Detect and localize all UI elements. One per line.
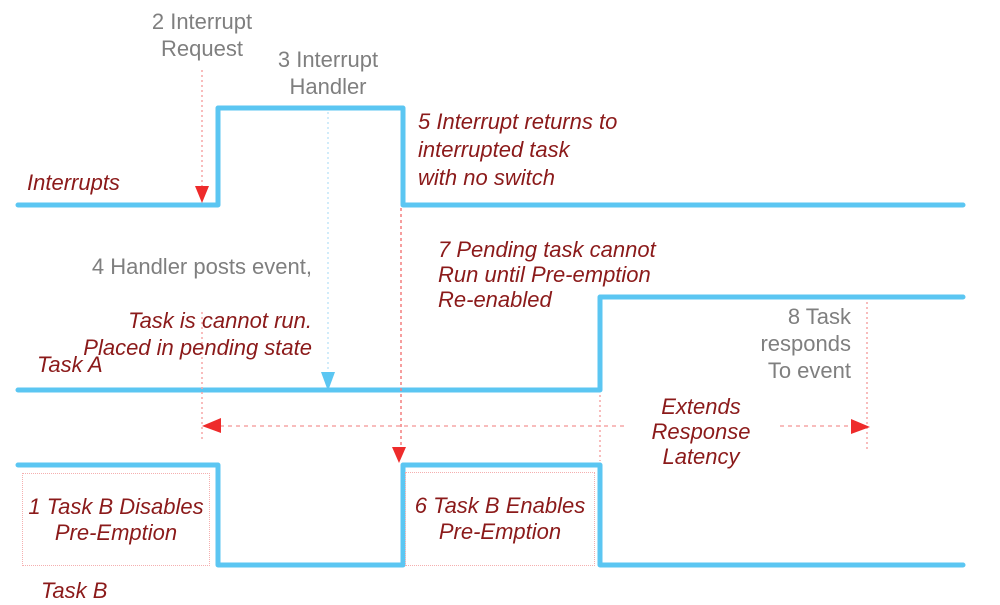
- step-6-enable-preemption-box: 6 Task B Enables Pre-Emption: [405, 472, 595, 566]
- task-b-waveform: [15, 462, 966, 568]
- interrupts-row-label: Interrupts: [27, 170, 120, 195]
- latency-right-arrow-icon: [851, 419, 870, 434]
- step-4-gray-line: 4 Handler posts event,: [91, 254, 312, 279]
- step-4-handler-posts-event-note: 4 Handler posts event, Task is cannot ru…: [20, 226, 312, 388]
- task-a-waveform: [15, 294, 966, 393]
- latency-left-arrow-icon: [202, 418, 221, 433]
- step-1-disable-preemption-box: 1 Task B Disables Pre-Emption: [22, 473, 210, 566]
- interrupts-waveform: [15, 105, 966, 208]
- task-b-row-label: Task B: [41, 578, 108, 603]
- task-a-row-label: Task A: [37, 352, 103, 377]
- step-4-red-lines: Task is cannot run. Placed in pending st…: [83, 308, 312, 360]
- handler-posts-event-arrow-icon: [321, 372, 335, 391]
- step-7-pending-task-note: 7 Pending task cannot Run until Pre-empt…: [438, 237, 656, 312]
- step-2-interrupt-request-note: 2 Interrupt Request: [151, 9, 253, 61]
- step-8-task-responds-note: 8 Task responds To event: [760, 304, 851, 383]
- step-5-interrupt-returns-note: 5 Interrupt returns to interrupted task …: [418, 109, 618, 190]
- step-3-interrupt-handler-note: 3 Interrupt Handler: [277, 47, 379, 99]
- extends-response-latency-note: Extends Response Latency: [625, 394, 777, 469]
- interrupt-request-arrow-icon: [195, 186, 209, 203]
- preemption-enable-arrow-icon: [392, 447, 406, 463]
